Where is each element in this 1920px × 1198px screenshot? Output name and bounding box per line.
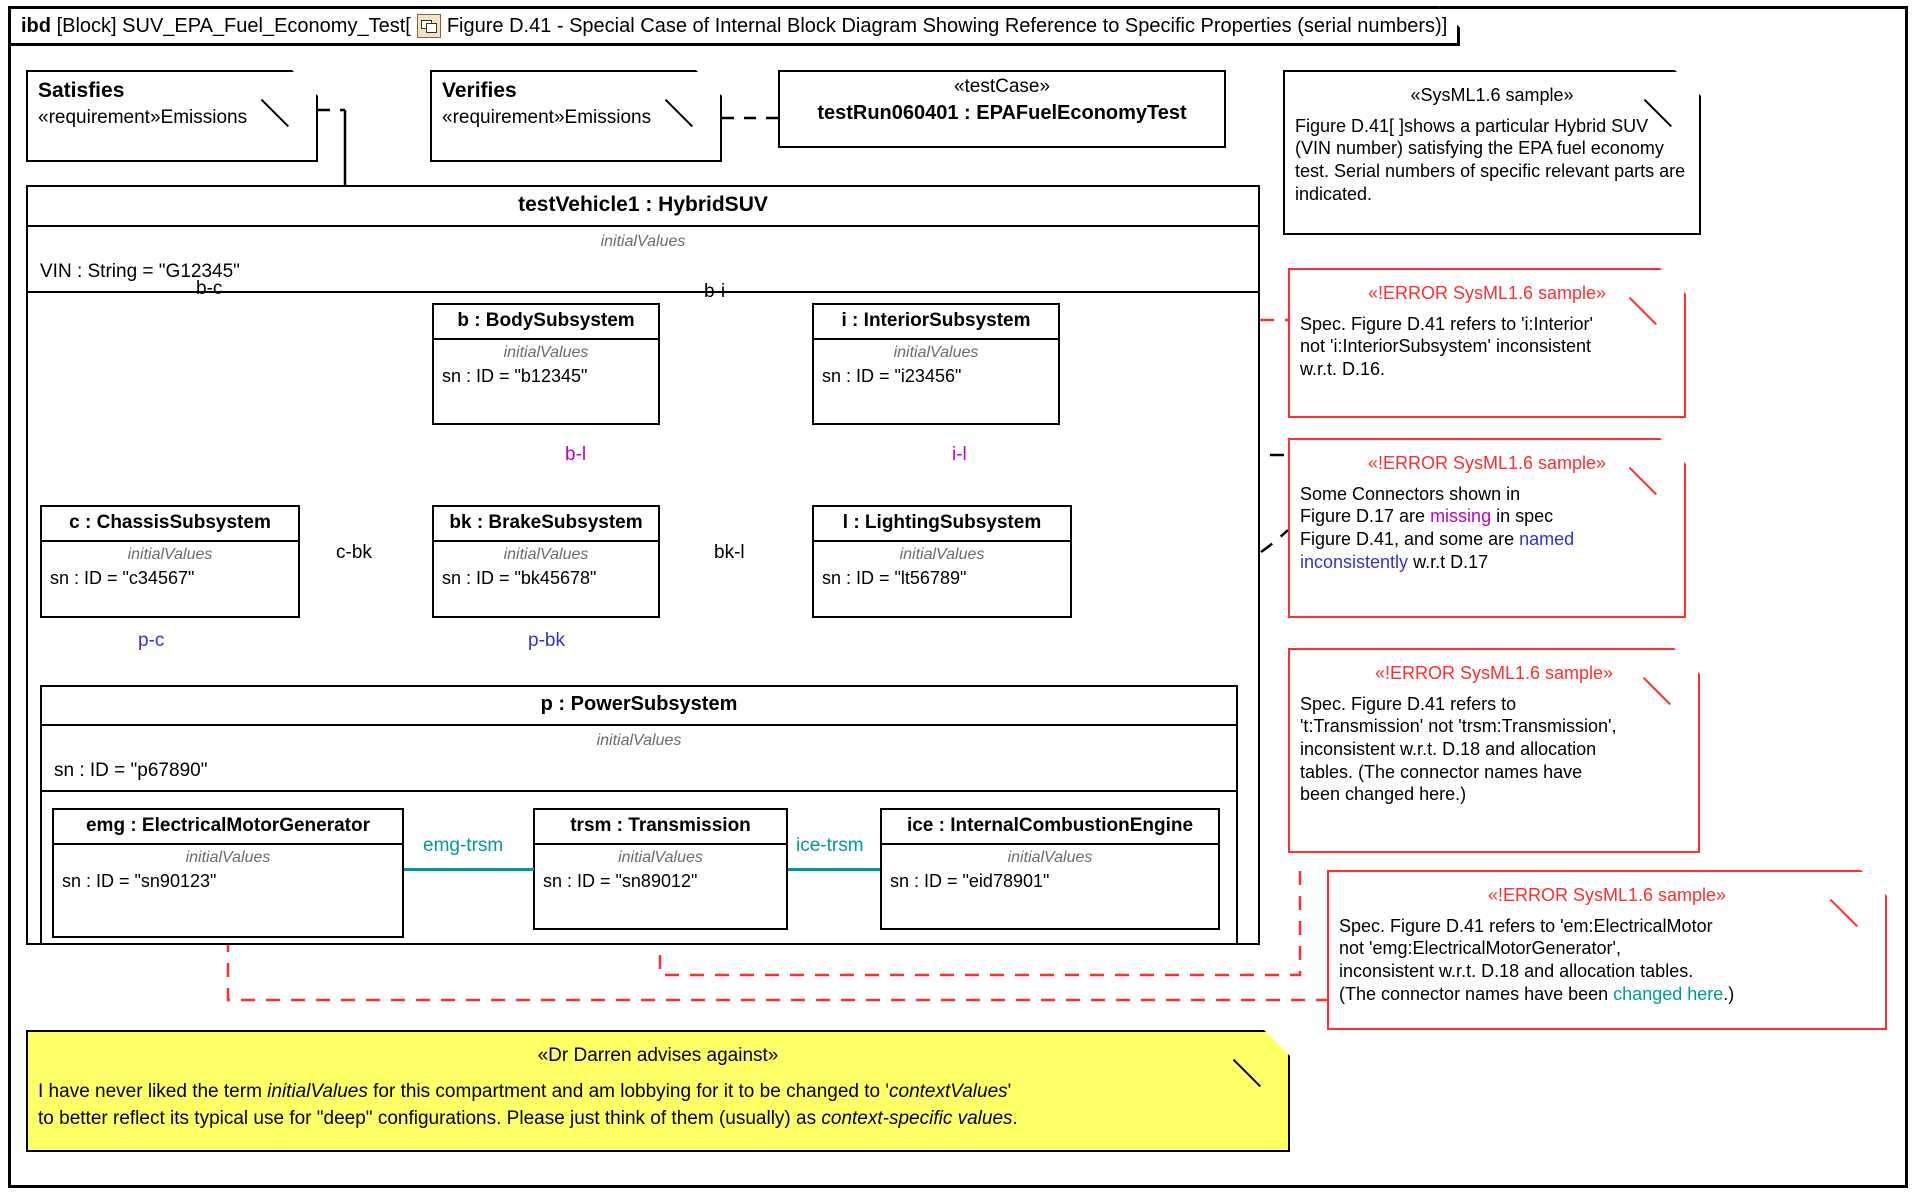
connector-label-p-bk: p-bk xyxy=(528,630,565,651)
connector-label-b-i: b-i xyxy=(704,281,726,302)
connector-line-emg-trsm xyxy=(404,868,534,871)
connector-label-b-l: b-l xyxy=(565,444,587,465)
block-lighting-subsystem[interactable]: l : LightingSubsystem initialValues sn :… xyxy=(812,505,1072,618)
error-interior-stereotype: «!ERROR SysML1.6 sample» xyxy=(1367,283,1607,303)
block-internal-combustion-engine[interactable]: ice : InternalCombustionEngine initialVa… xyxy=(880,808,1220,930)
diagram-block-keyword: [Block] xyxy=(56,14,117,37)
test-vehicle-iv-label: initialValues xyxy=(600,233,686,250)
brake-title: bk : BrakeSubsystem xyxy=(434,507,658,542)
note-error-interior: «!ERROR SysML1.6 sample» Spec. Figure D.… xyxy=(1288,268,1686,418)
diagram-header: ibd [Block] SUV_EPA_Fuel_Economy_Test[ F… xyxy=(8,6,1460,46)
body-title: b : BodySubsystem xyxy=(434,305,658,340)
error-interior-body: Spec. Figure D.41 refers to 'i:Interior'… xyxy=(1300,313,1593,380)
block-transmission[interactable]: trsm : Transmission initialValues sn : I… xyxy=(533,808,788,930)
satisfies-title: Satisfies xyxy=(38,79,125,102)
trsm-title: trsm : Transmission xyxy=(535,810,786,845)
connector-label-ice-trsm: ice-trsm xyxy=(793,835,867,857)
interior-value: sn : ID = "i23456" xyxy=(822,366,962,386)
note-satisfies: Satisfies «requirement»Emissions xyxy=(26,70,318,162)
emg-iv-label: initialValues xyxy=(185,849,271,866)
error-motor-stereotype: «!ERROR SysML1.6 sample» xyxy=(1487,885,1727,905)
block-brake-subsystem[interactable]: bk : BrakeSubsystem initialValues sn : I… xyxy=(432,505,660,618)
diagram-block-name: SUV_EPA_Fuel_Economy_Test[ xyxy=(122,14,411,37)
lighting-value: sn : ID = "lt56789" xyxy=(822,568,967,588)
connector-label-i-l: i-l xyxy=(952,444,967,465)
sample-note-body: Figure D.41[ ]shows a particular Hybrid … xyxy=(1295,115,1686,204)
connector-line-ice-trsm xyxy=(788,868,880,871)
trsm-value: sn : ID = "sn89012" xyxy=(543,871,698,891)
body-iv-label: initialValues xyxy=(503,344,589,361)
error-connectors-stereotype: «!ERROR SysML1.6 sample» xyxy=(1367,453,1607,473)
trsm-iv-label: initialValues xyxy=(618,849,703,866)
power-iv-label: initialValues xyxy=(596,732,682,749)
diagram-caption: Figure D.41 - Special Case of Internal B… xyxy=(446,14,1448,37)
chassis-iv-label: initialValues xyxy=(127,546,213,563)
test-case-name: testRun060401 : EPAFuelEconomyTest xyxy=(817,102,1187,124)
body-value: sn : ID = "b12345" xyxy=(442,366,588,386)
connector-label-b-c: b-c xyxy=(196,278,223,299)
chassis-title: c : ChassisSubsystem xyxy=(42,507,298,542)
satisfies-stereotype: «requirement»Emissions xyxy=(38,107,248,129)
chassis-value: sn : ID = "c34567" xyxy=(50,568,195,588)
diagram-kind: ibd xyxy=(21,14,51,37)
note-dr-darren-advice: «Dr Darren advises against» I have never… xyxy=(26,1030,1290,1152)
connector-label-c-bk: c-bk xyxy=(336,542,372,563)
connector-label-p-c: p-c xyxy=(138,630,165,651)
block-test-case[interactable]: «testCase» testRun060401 : EPAFuelEconom… xyxy=(778,70,1226,148)
ice-title: ice : InternalCombustionEngine xyxy=(882,810,1218,845)
error-motor-body: Spec. Figure D.41 refers to 'em:Electric… xyxy=(1339,915,1735,1004)
verifies-stereotype: «requirement»Emissions xyxy=(442,107,652,129)
error-transmission-stereotype: «!ERROR SysML1.6 sample» xyxy=(1374,663,1614,683)
brake-value: sn : ID = "bk45678" xyxy=(442,568,597,588)
note-error-transmission: «!ERROR SysML1.6 sample» Spec. Figure D.… xyxy=(1288,648,1700,853)
emg-value: sn : ID = "sn90123" xyxy=(62,871,217,891)
lighting-title: l : LightingSubsystem xyxy=(814,507,1070,542)
power-value: sn : ID = "p67890" xyxy=(42,754,1236,792)
block-chassis-subsystem[interactable]: c : ChassisSubsystem initialValues sn : … xyxy=(40,505,300,618)
emg-title: emg : ElectricalMotorGenerator xyxy=(54,810,402,845)
note-error-motor: «!ERROR SysML1.6 sample» Spec. Figure D.… xyxy=(1327,870,1887,1030)
power-title: p : PowerSubsystem xyxy=(42,687,1236,726)
error-transmission-body: Spec. Figure D.41 refers to't:Transmissi… xyxy=(1300,693,1617,805)
block-body-subsystem[interactable]: b : BodySubsystem initialValues sn : ID … xyxy=(432,303,660,425)
test-case-stereotype: «testCase» xyxy=(953,76,1051,97)
connector-label-bk-l: bk-l xyxy=(714,542,745,563)
lighting-iv-label: initialValues xyxy=(899,546,985,563)
block-electrical-motor-generator[interactable]: emg : ElectricalMotorGenerator initialVa… xyxy=(52,808,404,938)
note-sysml-sample: «SysML1.6 sample» Figure D.41[ ]shows a … xyxy=(1283,70,1701,235)
interior-iv-label: initialValues xyxy=(893,344,979,361)
connector-label-emg-trsm: emg-trsm xyxy=(420,835,507,857)
ice-value: sn : ID = "eid78901" xyxy=(890,871,1050,891)
brake-iv-label: initialValues xyxy=(503,546,589,563)
test-vehicle-vin: VIN : String = "G12345" xyxy=(28,255,1258,293)
diagram-icon xyxy=(417,14,441,38)
sample-note-stereotype: «SysML1.6 sample» xyxy=(1410,85,1574,105)
advice-stereotype: «Dr Darren advises against» xyxy=(537,1045,779,1066)
advice-body: I have never liked the term initialValue… xyxy=(38,1080,1018,1130)
note-error-connectors: «!ERROR SysML1.6 sample» Some Connectors… xyxy=(1288,438,1686,618)
ice-iv-label: initialValues xyxy=(1007,849,1093,866)
block-interior-subsystem[interactable]: i : InteriorSubsystem initialValues sn :… xyxy=(812,303,1060,425)
note-verifies: Verifies «requirement»Emissions xyxy=(430,70,722,162)
verifies-title: Verifies xyxy=(442,79,517,102)
test-vehicle-title: testVehicle1 : HybridSUV xyxy=(28,187,1258,227)
interior-title: i : InteriorSubsystem xyxy=(814,305,1058,340)
